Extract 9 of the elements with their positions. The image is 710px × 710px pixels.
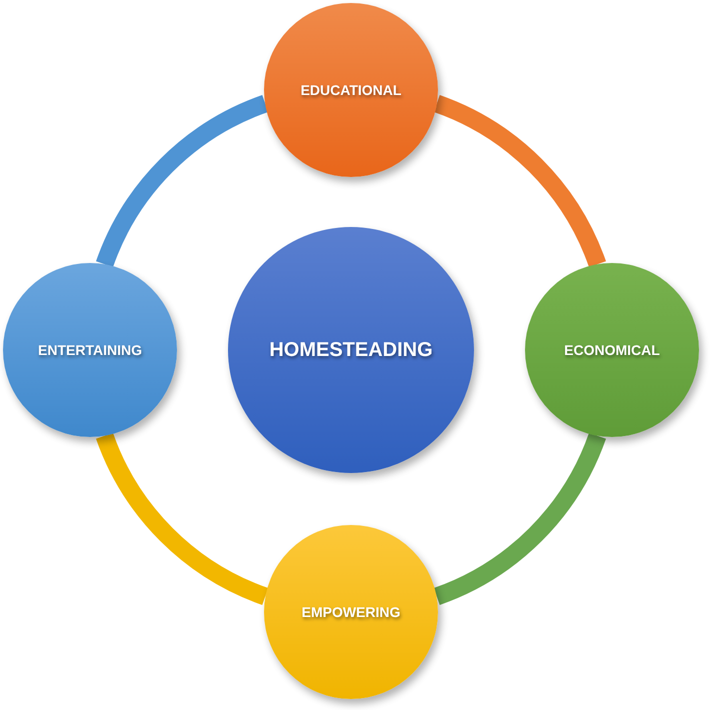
ring-arc-connector [96,432,269,605]
node-label: HOMESTEADING [269,338,433,362]
node-label: EDUCATIONAL [300,82,402,98]
ring-arc-connector [433,432,606,605]
ring-arc-connector [433,95,606,268]
node-label: ECONOMICAL [564,342,660,358]
node-label: EMPOWERING [302,604,400,620]
ring-arc-connector [96,95,269,268]
node-label: ENTERTAINING [38,342,142,358]
